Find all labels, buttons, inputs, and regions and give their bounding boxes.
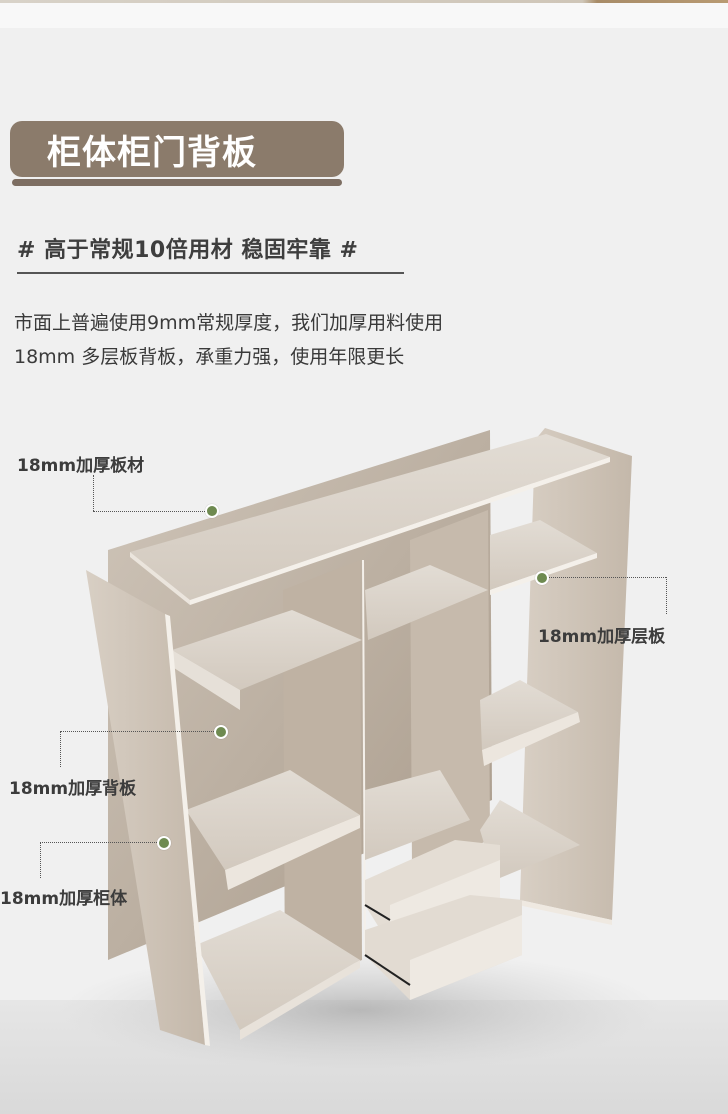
subheading: # 高于常规10倍用材 稳固牢靠 # [17, 238, 359, 263]
shelf-mid-center [365, 770, 470, 860]
top-band [0, 3, 728, 28]
callout-label-board: 18mm加厚板材 [17, 456, 145, 476]
shelf-mid-left [186, 770, 360, 870]
top-image-edge [0, 0, 728, 3]
shelf-mid-right [480, 680, 578, 750]
shelf-upper-right [490, 520, 597, 590]
callout-line-body-h [40, 842, 157, 843]
title-underline [12, 179, 342, 186]
callout-label-shelf: 18mm加厚层板 [538, 627, 666, 647]
callout-line-board-v [93, 475, 94, 511]
callout-line-back-v [60, 731, 61, 767]
floor-shadow [60, 950, 660, 1070]
description: 市面上普遍使用9mm常规厚度，我们加厚用料使用 18mm 多层板背板，承重力强，… [14, 306, 443, 374]
shelf-bottom-left [196, 910, 360, 1030]
callout-label-body: 18mm加厚柜体 [0, 889, 128, 909]
callout-line-body-v [40, 842, 41, 878]
subheading-divider [17, 272, 404, 274]
callout-dot-board [205, 504, 219, 518]
shelf-bottom-right [480, 800, 580, 880]
description-line-2: 18mm 多层板背板，承重力强，使用年限更长 [14, 346, 405, 368]
section-title-badge: 柜体柜门背板 [10, 121, 344, 177]
section-title: 柜体柜门背板 [47, 132, 257, 173]
shelf-upper-left [172, 610, 362, 690]
shelf-upper-mid [365, 565, 488, 640]
callout-dot-back-panel [214, 725, 228, 739]
left-side-panel [86, 570, 205, 1045]
divider-left [283, 560, 362, 990]
callout-line-shelf-h [549, 577, 666, 578]
callout-line-board-h [93, 511, 207, 512]
callout-line-shelf-v [666, 577, 667, 614]
description-line-1: 市面上普遍使用9mm常规厚度，我们加厚用料使用 [14, 312, 444, 334]
callout-dot-shelf [535, 571, 549, 585]
callout-label-back-panel: 18mm加厚背板 [9, 779, 137, 799]
top-board [130, 434, 610, 600]
callout-line-back-h [60, 731, 214, 732]
callout-dot-body [157, 836, 171, 850]
cabinet-exploded-illustration [60, 428, 660, 1070]
